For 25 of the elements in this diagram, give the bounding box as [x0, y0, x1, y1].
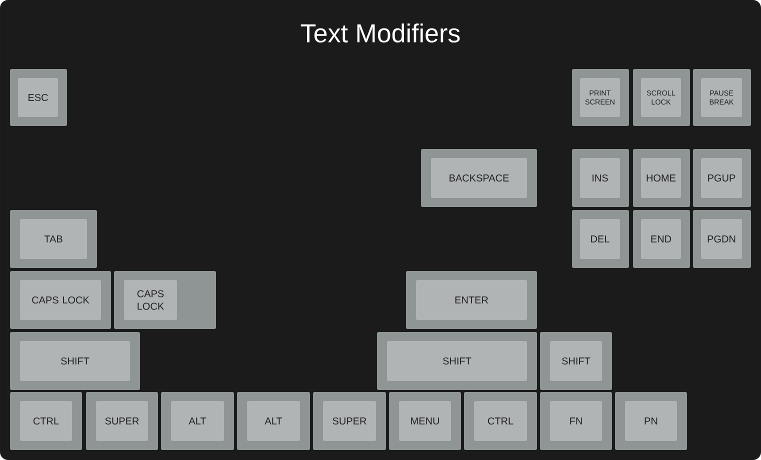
keycap: CTRL: [10, 392, 82, 450]
keycap: FN: [540, 392, 612, 450]
keycap: CAPS LOCK: [114, 271, 216, 329]
keycap: SHIFT: [377, 332, 537, 390]
keycap: SHIFT: [10, 332, 140, 390]
keycap: ESC: [10, 69, 67, 126]
keycap: CAPS LOCK: [10, 271, 111, 329]
keycap: ENTER: [406, 271, 537, 329]
keycap: END: [633, 210, 690, 268]
title: Text Modifiers: [300, 23, 460, 43]
keycap: HOME: [633, 149, 690, 207]
keycap: PN: [615, 392, 687, 450]
keycap: CTRL: [464, 392, 537, 450]
keycap: SHIFT: [540, 332, 612, 390]
keycap: ALT: [237, 392, 310, 450]
keycap: BACKSPACE: [421, 149, 537, 207]
keycap: MENU: [389, 392, 461, 450]
keycap: TAB: [10, 210, 97, 268]
keycap: ALT: [161, 392, 234, 450]
keycap: SUPER: [86, 392, 158, 450]
keycap: PGUP: [693, 149, 751, 207]
keycap: SUPER: [313, 392, 386, 450]
keycap: DEL: [572, 210, 629, 268]
keycap: PGDN: [693, 210, 751, 268]
keycap: INS: [572, 149, 629, 207]
